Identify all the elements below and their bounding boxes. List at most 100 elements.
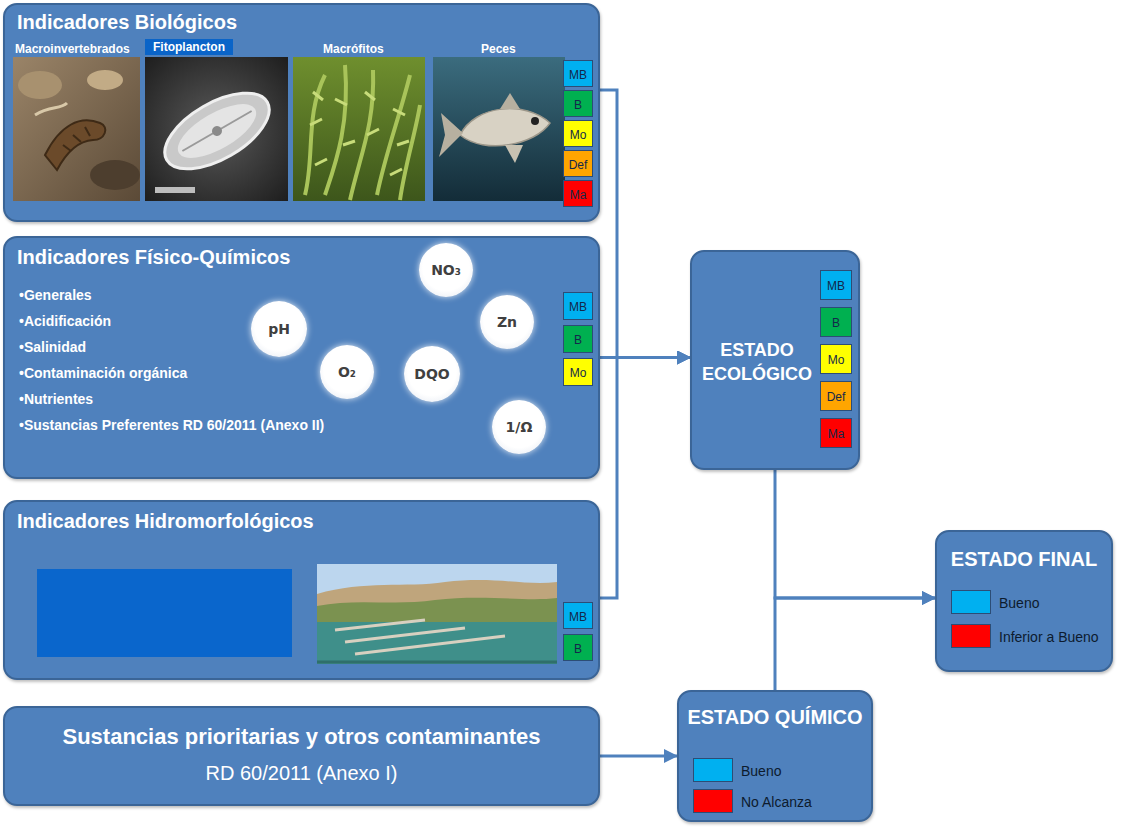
fish-photo xyxy=(433,57,565,201)
quality-class-label: Def xyxy=(569,158,588,172)
parameter-symbol: DQO xyxy=(414,366,449,382)
status-box: ESTADO QUÍMICOBuenoNo Alcanza xyxy=(677,690,873,822)
quality-class-label: MB xyxy=(827,279,845,293)
photo-caption: Macrófitos xyxy=(323,42,384,56)
text-slot: No Alcanza xyxy=(741,793,812,811)
photo-caption: Macroinvertebrados xyxy=(15,42,130,56)
text-slot: ESTADO QUÍMICO xyxy=(679,706,871,729)
text-slot: 1/Ω xyxy=(506,418,533,436)
quality-class-box: Ma xyxy=(820,418,852,448)
quality-class-box: Mo xyxy=(563,120,593,147)
indicator-circle: O₂ xyxy=(320,345,374,399)
quality-class-box: MB xyxy=(563,292,593,320)
quality-class-label: B xyxy=(574,333,582,347)
text-slot: MB xyxy=(569,297,587,315)
legend-text: No Alcanza xyxy=(741,794,812,810)
text-slot: NO₃ xyxy=(431,261,461,279)
quality-class-box: MB xyxy=(563,60,593,87)
text-slot: Mo xyxy=(570,363,587,381)
text-slot: Mo xyxy=(828,350,845,368)
box-heading: Indicadores Biológicos xyxy=(17,11,237,34)
quality-class-label: Ma xyxy=(828,427,845,441)
text-slot: Mo xyxy=(570,125,587,143)
parameter-symbol: 1/Ω xyxy=(506,419,533,435)
quality-class-box: MB xyxy=(563,602,593,629)
legend-text: Inferior a Bueno xyxy=(999,629,1099,645)
box-text: RD 60/2011 (Anexo I) xyxy=(206,762,398,785)
text-slot: B xyxy=(832,313,840,331)
phytoplankton-photo xyxy=(145,57,288,201)
legend-swatch xyxy=(951,590,991,614)
bullet-item: •Acidificación xyxy=(19,313,111,329)
parameter-symbol: NO₃ xyxy=(431,262,461,278)
photo-caption: Peces xyxy=(481,42,516,56)
parameter-symbol: Zn xyxy=(497,314,517,330)
quality-class-box: B xyxy=(820,307,852,337)
flow-arrow xyxy=(600,755,677,758)
status-box: ESTADO FINAL BuenoInferior a Bueno xyxy=(935,530,1113,672)
text-slot: Def xyxy=(569,155,588,173)
bullet-item: •Sustancias Preferentes RD 60/2011 (Anex… xyxy=(19,417,324,433)
bullet-item: •Nutrientes xyxy=(19,391,93,407)
text-slot: Fitoplancton xyxy=(145,37,233,55)
quality-class-label: B xyxy=(574,98,582,112)
indicator-circle: NO₃ xyxy=(419,243,473,297)
text-slot: Bueno xyxy=(999,594,1039,612)
text-slot: Macroinvertebrados xyxy=(15,39,130,57)
box-heading: Indicadores Hidromorfológicos xyxy=(17,510,314,533)
flow-arrow xyxy=(600,358,690,599)
biological-photos xyxy=(5,5,598,220)
indicator-panel: Indicadores Físico-Químicos •Generales •Ac… xyxy=(3,236,600,479)
quality-class-box: Def xyxy=(820,381,852,411)
text-slot: Sustancias prioritarias y otros contamin… xyxy=(5,724,598,750)
quality-class-box: MB xyxy=(820,270,852,300)
box-heading: ESTADO ECOLÓGICO xyxy=(696,338,818,387)
quality-class-label: B xyxy=(832,316,840,330)
flow-arrow xyxy=(600,90,690,358)
text-slot: DQO xyxy=(414,365,449,383)
quality-class-box: B xyxy=(563,325,593,353)
legend-swatch xyxy=(951,624,991,648)
text-slot: •Generales xyxy=(19,286,92,304)
text-slot: Zn xyxy=(497,313,517,331)
text-slot: ESTADO ECOLÓGICO xyxy=(696,338,818,387)
text-slot: Indicadores Físico-Químicos xyxy=(17,246,290,269)
quality-class-label: B xyxy=(574,642,582,656)
text-slot: Indicadores Hidromorfológicos xyxy=(17,510,314,533)
quality-class-label: Mo xyxy=(570,366,587,380)
macroinvertebrate-photo xyxy=(13,57,140,201)
text-slot: MB xyxy=(569,607,587,625)
parameter-symbol: O₂ xyxy=(338,364,356,380)
text-slot: •Nutrientes xyxy=(19,390,93,408)
quality-class-box: B xyxy=(563,634,593,661)
text-slot: •Contaminación orgánica xyxy=(19,364,187,382)
blue-placeholder xyxy=(37,569,292,657)
text-slot: B xyxy=(574,95,582,113)
quality-class-box: Ma xyxy=(563,180,593,207)
legend-text: Bueno xyxy=(999,595,1039,611)
box-heading: ESTADO QUÍMICO xyxy=(687,706,862,729)
quality-class-label: Mo xyxy=(570,128,587,142)
flow-arrow xyxy=(775,598,935,690)
text-slot: MB xyxy=(569,65,587,83)
box-heading: Sustancias prioritarias y otros contamin… xyxy=(62,724,540,750)
legend-swatch xyxy=(693,789,733,813)
box-heading: ESTADO FINAL xyxy=(951,548,1097,571)
text-slot: Indicadores Biológicos xyxy=(17,11,237,34)
quality-class-box: Mo xyxy=(820,344,852,374)
quality-class-box: Def xyxy=(563,150,593,177)
legend-swatch xyxy=(693,758,733,782)
text-slot: •Sustancias Preferentes RD 60/2011 (Anex… xyxy=(19,416,324,434)
indicator-circle: DQO xyxy=(404,346,460,402)
bullet-item: •Generales xyxy=(19,287,92,303)
indicator-panel: Indicadores BiológicosMacroinvertebrados… xyxy=(3,3,600,222)
quality-class-box: Mo xyxy=(563,358,593,386)
text-slot: ESTADO FINAL xyxy=(937,548,1111,571)
text-slot: •Salinidad xyxy=(19,338,86,356)
text-slot: B xyxy=(574,639,582,657)
text-slot: Inferior a Bueno xyxy=(999,628,1099,646)
macrophyte-photo xyxy=(293,57,425,201)
text-slot: Ma xyxy=(570,185,587,203)
substances-box: Sustancias prioritarias y otros contamin… xyxy=(3,706,600,806)
